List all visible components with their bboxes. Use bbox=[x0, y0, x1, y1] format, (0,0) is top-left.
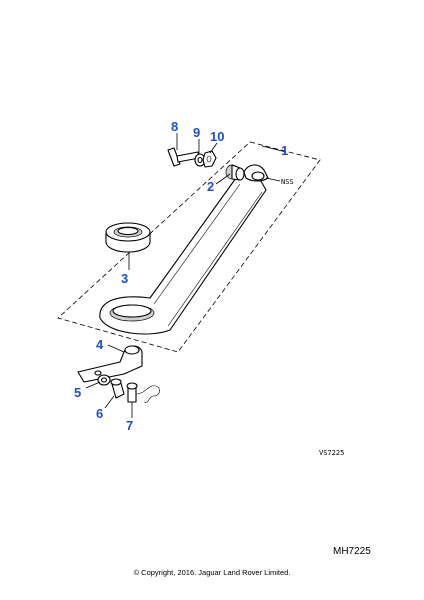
lever-arm bbox=[99, 164, 269, 335]
callout-5: 5 bbox=[74, 385, 81, 400]
callout-3: 3 bbox=[121, 271, 128, 286]
leader-lines bbox=[85, 133, 287, 418]
clip-bolt bbox=[126, 382, 160, 403]
bush bbox=[225, 164, 245, 181]
callout-2: 2 bbox=[207, 179, 214, 194]
copyright-notice: © Copyright, 2016. Jaguar Land Rover Lim… bbox=[133, 568, 291, 577]
pivot-bolt bbox=[167, 147, 200, 167]
pivot-nut bbox=[202, 150, 217, 168]
side-label: NSS bbox=[281, 178, 294, 186]
callout-1: 1 bbox=[281, 143, 288, 158]
washer bbox=[97, 374, 111, 386]
bracket bbox=[77, 345, 143, 383]
reference-code: MH7225 bbox=[333, 546, 371, 557]
bearing-ring bbox=[105, 222, 151, 253]
small-bolt bbox=[110, 378, 125, 399]
callout-10: 10 bbox=[210, 129, 224, 144]
assembly-boundary bbox=[57, 141, 321, 353]
callout-6: 6 bbox=[96, 406, 103, 421]
callout-7: 7 bbox=[126, 418, 133, 433]
drawing-code: VS7225 bbox=[319, 449, 344, 457]
callout-4: 4 bbox=[96, 337, 104, 352]
callout-8: 8 bbox=[171, 119, 178, 134]
callout-9: 9 bbox=[193, 125, 200, 140]
